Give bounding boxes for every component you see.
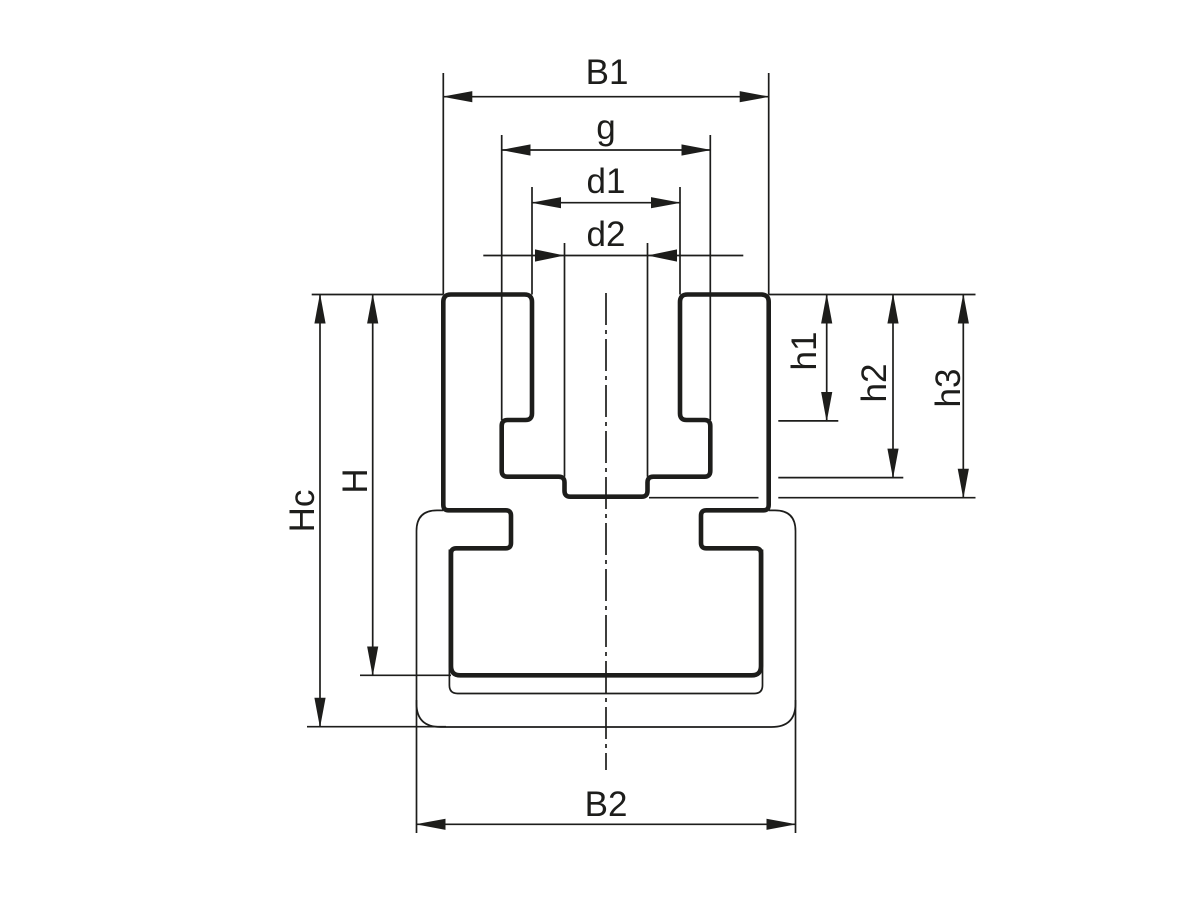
dimension-hc: Hc <box>283 293 446 728</box>
dim-label-d1: d1 <box>587 162 626 201</box>
dim-label-g: g <box>596 108 615 147</box>
dim-label-h3: h3 <box>929 369 968 408</box>
dimension-d2: d2 <box>483 215 744 477</box>
d2-arrow-left <box>535 249 565 262</box>
dimension-b2: B2 <box>415 700 797 833</box>
dim-label-h: H <box>336 468 375 493</box>
dimension-h3: h3 <box>649 293 976 499</box>
dimension-h2: h2 <box>778 293 904 479</box>
dimension-b1: B1 <box>442 53 770 295</box>
d2-arrow-right <box>647 249 677 262</box>
dim-label-h2: h2 <box>855 364 894 403</box>
dimension-h: H <box>336 293 451 677</box>
steel-rail-inner-contour <box>448 549 764 695</box>
dim-label-b1: B1 <box>586 53 629 92</box>
dim-label-b2: B2 <box>585 785 628 824</box>
guide-profile-outline <box>441 292 771 678</box>
dim-label-hc: Hc <box>283 490 322 533</box>
dimension-d1: d1 <box>531 162 681 295</box>
dimension-g: g <box>500 108 712 420</box>
dimension-h1: h1 <box>768 293 976 422</box>
dim-label-d2: d2 <box>587 215 626 254</box>
dim-label-h1: h1 <box>785 332 824 371</box>
